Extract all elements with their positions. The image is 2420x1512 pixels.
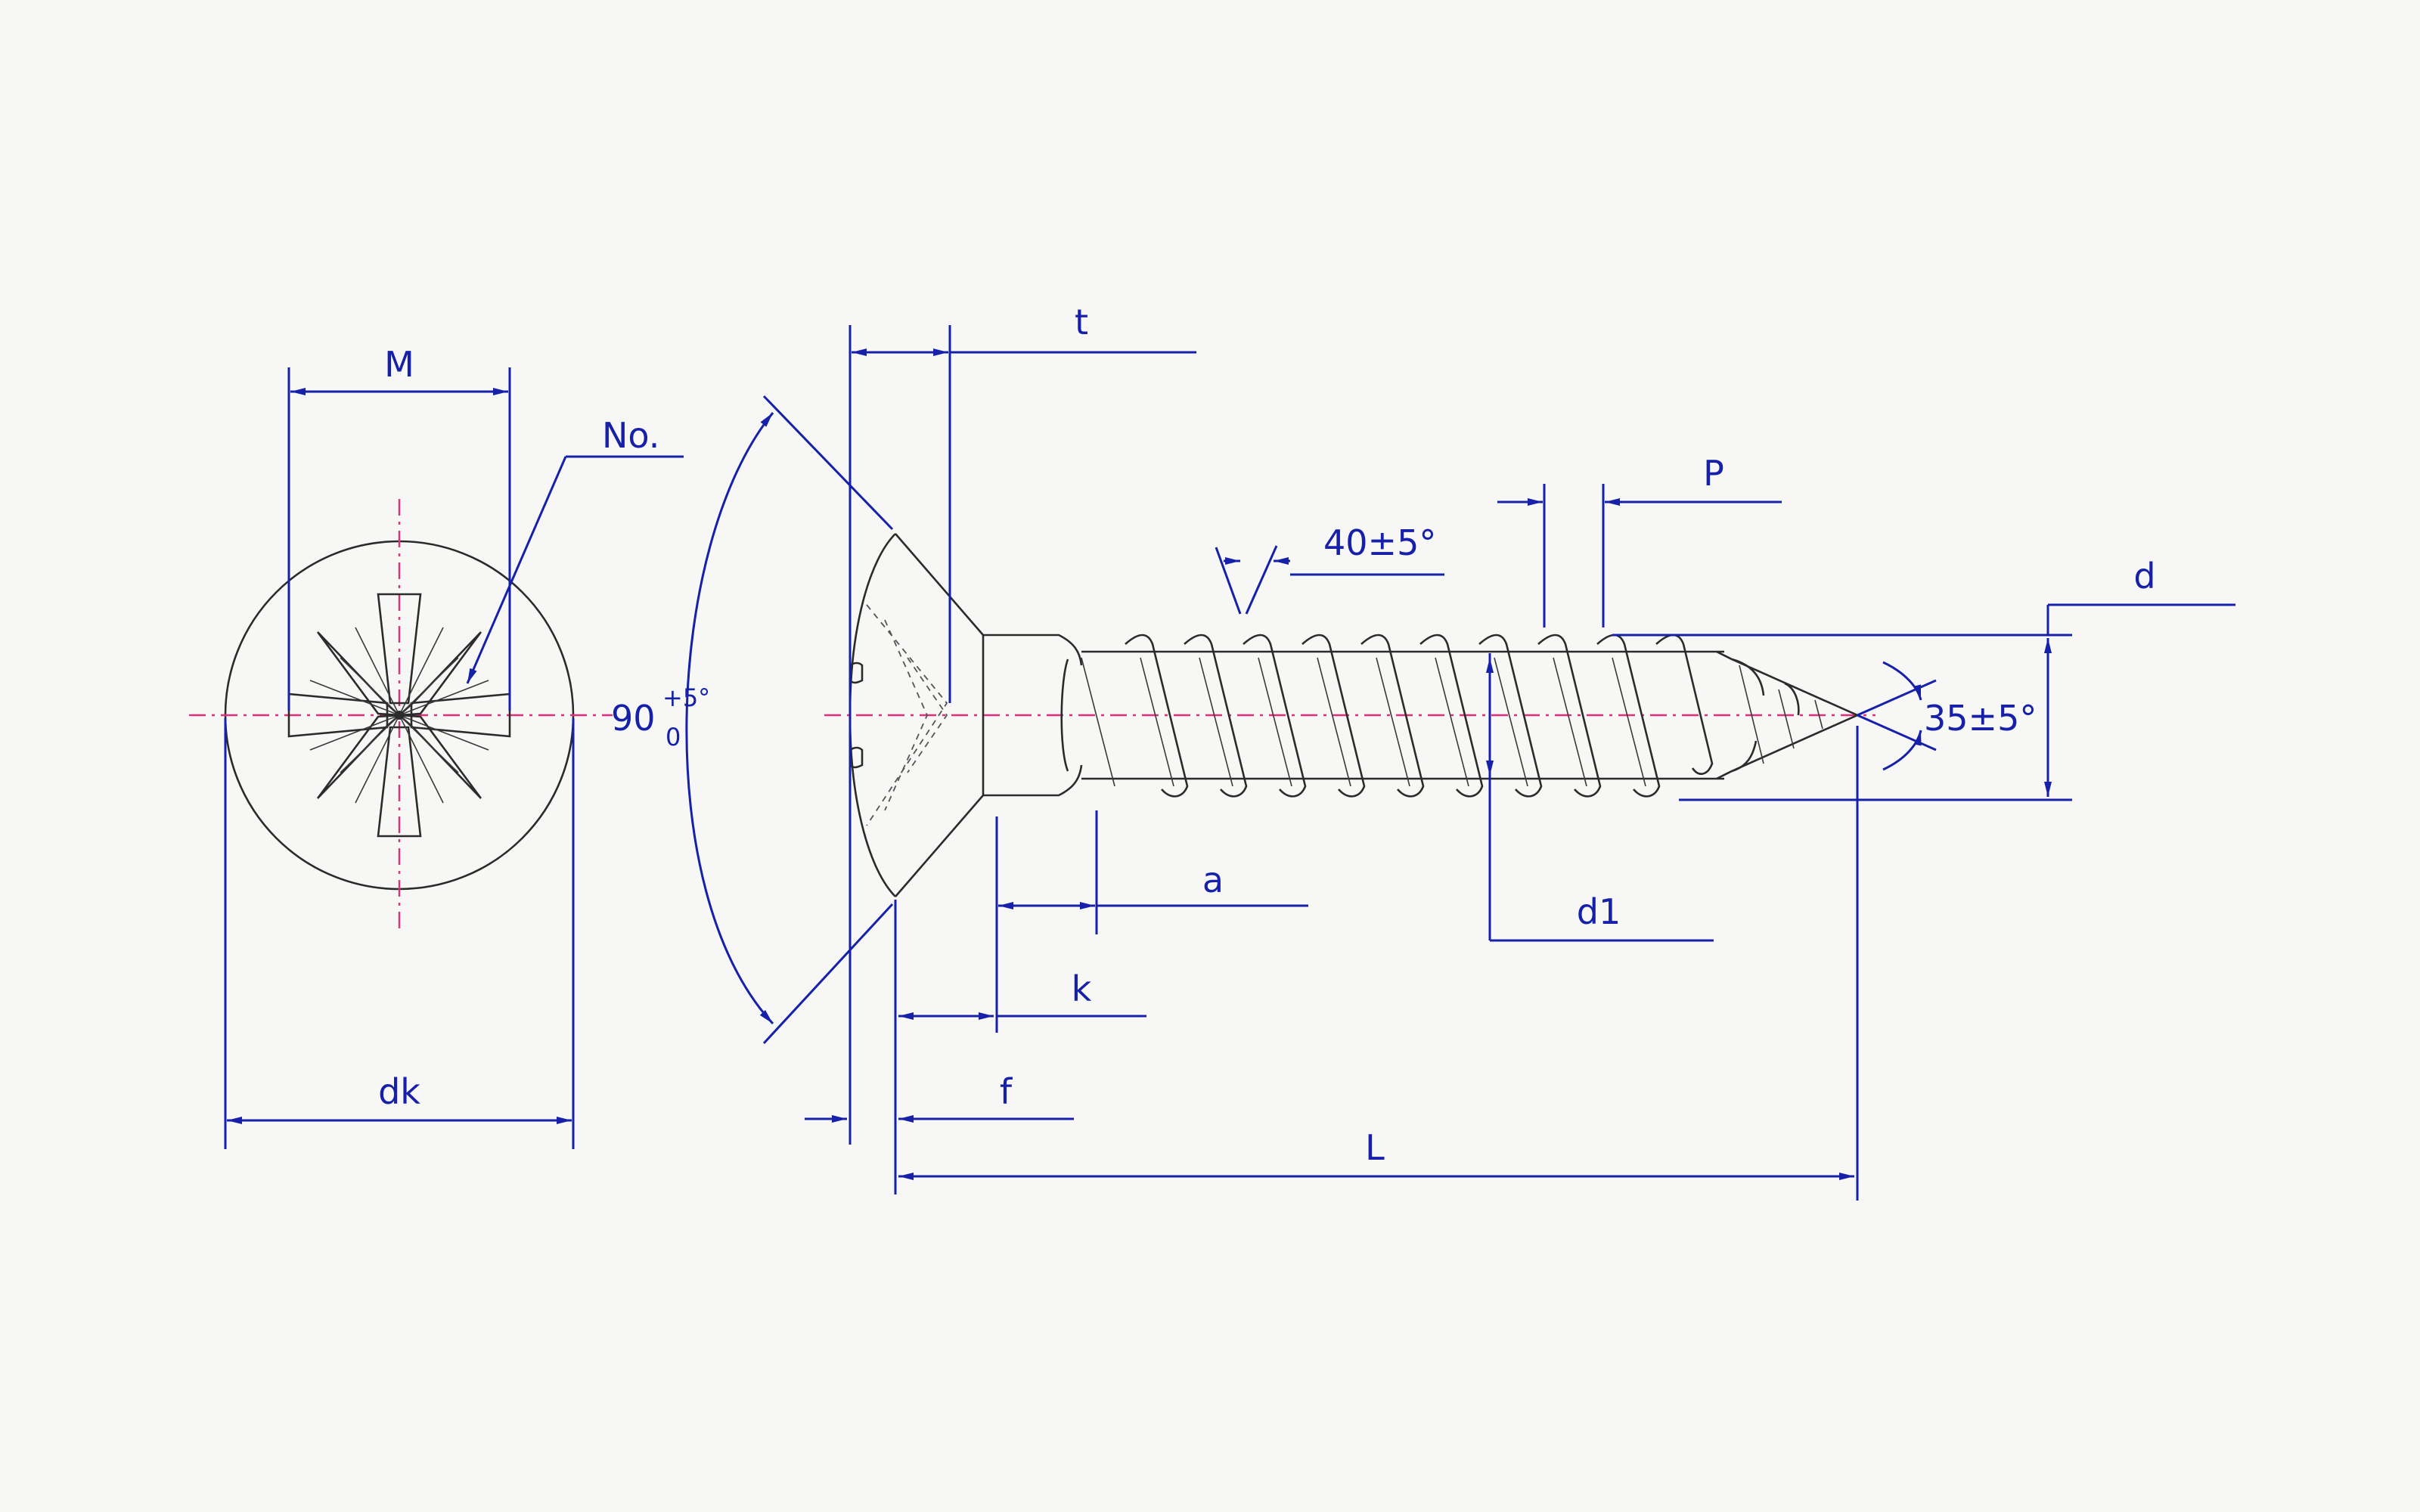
label-L: L — [1365, 1127, 1385, 1168]
label-angle-head-value: 90 — [611, 698, 656, 739]
label-t: t — [1075, 302, 1088, 342]
head-top-view: M No. dk — [189, 344, 684, 1149]
screw-side-view: t 90 +5° 0 40±5° P — [611, 302, 2235, 1201]
dimension-dk: dk — [224, 718, 575, 1149]
label-angle-head-tol-lower: 0 — [666, 723, 681, 751]
dimension-M: M — [287, 344, 511, 711]
threaded-shank — [1060, 634, 1860, 798]
label-dk: dk — [378, 1071, 420, 1112]
label-angle-head-tol-upper: +5° — [662, 683, 710, 712]
dimension-thread-angle: 40±5° — [1215, 522, 1444, 615]
dimension-t: t — [849, 302, 1196, 1145]
thread-roots — [1081, 657, 1646, 787]
label-No: No. — [602, 415, 659, 456]
dimension-L: L — [898, 726, 1859, 1201]
dimension-P: P — [1497, 453, 1782, 627]
label-P: P — [1703, 453, 1724, 494]
dimension-a: a — [995, 810, 1308, 1033]
label-f: f — [1000, 1071, 1013, 1112]
label-k: k — [1072, 968, 1092, 1009]
dimension-d1: d1 — [1486, 653, 1714, 942]
label-d1: d1 — [1577, 891, 1621, 932]
label-M: M — [384, 344, 414, 385]
dimension-tip-angle: 35±5° — [1857, 661, 2037, 771]
pozidrive-recess — [287, 593, 511, 838]
dimension-d: d — [1612, 556, 2235, 801]
dimension-head-angle: 90 +5° 0 — [611, 395, 894, 1045]
dimension-k: k — [894, 900, 1146, 1194]
thread-crests — [1125, 634, 1714, 798]
label-tip-angle: 35±5° — [1924, 698, 2037, 739]
leader-No: No. — [466, 415, 684, 684]
label-d: d — [2133, 556, 2155, 596]
dimension-f: f — [805, 1071, 1074, 1123]
label-a: a — [1202, 860, 1224, 900]
label-thread-angle: 40±5° — [1323, 522, 1436, 563]
